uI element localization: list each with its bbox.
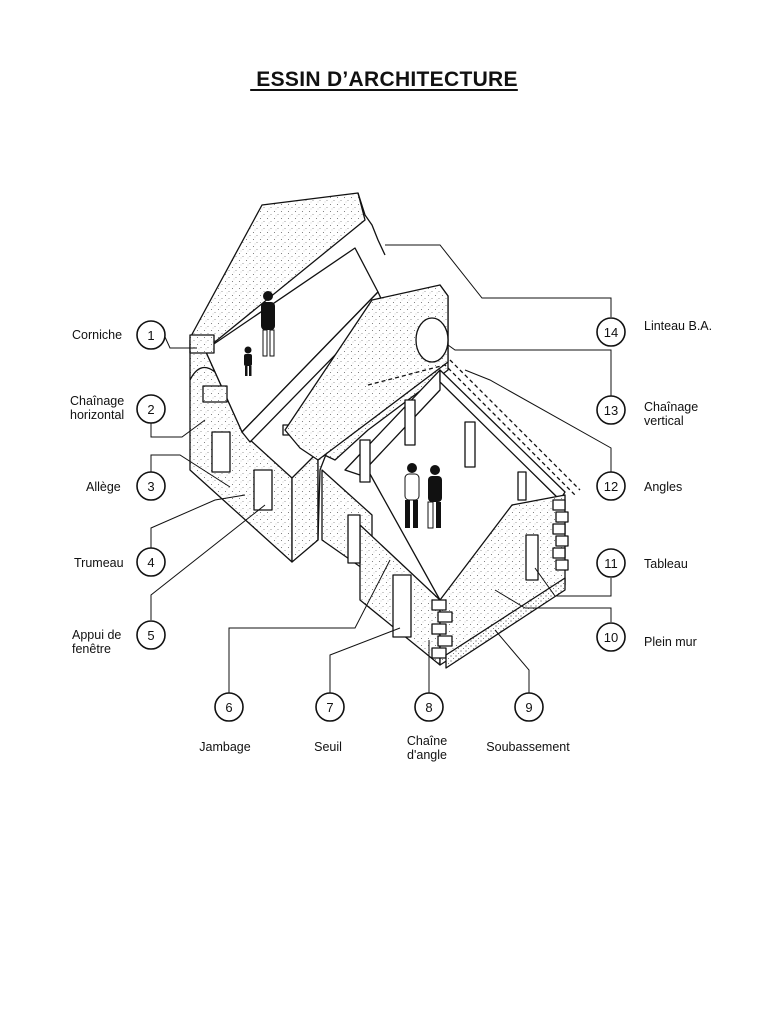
front-door [392, 574, 412, 638]
leader-6 [228, 559, 391, 693]
label-chainage-horizontal-line2: horizontal [70, 408, 125, 422]
callout-12: 12 [596, 471, 626, 501]
gable-steps [357, 192, 386, 256]
callout-12-num: 12 [604, 479, 618, 494]
leader-4 [150, 494, 246, 548]
leader-12 [464, 369, 612, 472]
title-text: ESSIN D’ARCHITECTURE [250, 68, 518, 91]
label-appui-line2: fenêtre [72, 642, 111, 656]
person-room-1 [404, 463, 420, 528]
label-soubassement: Soubassement [486, 740, 570, 754]
cornice-block-2 [202, 385, 228, 403]
back-window-3 [464, 421, 476, 468]
label-tableau: Tableau [644, 557, 688, 571]
callout-14: 14 [596, 317, 626, 347]
label-chainage-vertical-line1: Chaînage [644, 400, 699, 414]
callout-4: 4 [136, 547, 166, 577]
label-trumeau: Trumeau [74, 556, 124, 570]
callout-4-num: 4 [147, 555, 154, 570]
label-linteau: Linteau B.A. [644, 319, 713, 333]
leader-10 [494, 589, 612, 622]
label-seuil: Seuil [314, 740, 342, 754]
middle-gable-face [284, 284, 449, 461]
callout-1: 1 [136, 320, 166, 350]
callout-9: 9 [514, 692, 544, 722]
label-chainage-horizontal-line1: Chaînage [70, 394, 125, 408]
callout-7: 7 [315, 692, 345, 722]
label-chainage-vertical-line2: vertical [644, 414, 684, 428]
leader-lines [150, 244, 612, 693]
label-chaine-line2: d'angle [407, 748, 447, 762]
label-appui-de-fenetre: Appui de fenêtre [72, 628, 121, 656]
person-room-2 [427, 465, 442, 529]
label-plein-mur: Plein mur [644, 635, 697, 649]
dashed-ridge-line [449, 359, 581, 491]
callout-5-num: 5 [147, 628, 154, 643]
right-door [525, 534, 539, 581]
callout-13: 13 [596, 395, 626, 425]
leader-5 [150, 504, 266, 620]
callout-1-num: 1 [147, 328, 154, 343]
page-title: ESSIN D’ARCHITECTURE [0, 68, 768, 92]
leader-2 [150, 419, 206, 438]
middle-gable [284, 284, 449, 541]
callout-9-num: 9 [525, 700, 532, 715]
round-opening [415, 317, 449, 363]
back-window-2 [404, 399, 416, 446]
label-chaine-line1: Chaîne [406, 734, 448, 748]
plinth [445, 577, 566, 669]
label-allege: Allège [86, 480, 121, 494]
left-window-2 [253, 469, 273, 511]
right-house [321, 359, 581, 669]
callout-11-num: 11 [604, 556, 618, 571]
callout-3-num: 3 [147, 479, 154, 494]
chainage-arc [189, 366, 216, 381]
callout-6-num: 6 [225, 700, 232, 715]
person-upper-child [244, 346, 252, 376]
leader-7 [329, 627, 401, 693]
label-corniche: Corniche [72, 328, 123, 342]
callouts: 1 2 3 4 5 6 7 8 9 10 11 12 13 14 [136, 317, 626, 722]
callout-14-num: 14 [604, 325, 618, 340]
label-chaine-d-angle: Chaîne d'angle [407, 734, 447, 762]
callout-2-num: 2 [147, 402, 154, 417]
callout-7-num: 7 [326, 700, 333, 715]
leader-13 [447, 344, 612, 396]
corner-quoins [431, 499, 569, 659]
callout-13-num: 13 [604, 403, 618, 418]
side-door-left [347, 514, 361, 564]
callout-6: 6 [214, 692, 244, 722]
label-angles: Angles [644, 480, 683, 494]
back-window-4 [517, 471, 527, 501]
callout-10: 10 [596, 622, 626, 652]
label-jambage: Jambage [199, 740, 251, 754]
leader-1 [164, 336, 197, 349]
callout-5: 5 [136, 620, 166, 650]
callout-10-num: 10 [604, 630, 618, 645]
left-side-wall [291, 451, 319, 563]
label-chainage-vertical: Chaînage vertical [644, 400, 698, 428]
dashed-roof-line [367, 364, 576, 496]
callout-8: 8 [414, 692, 444, 722]
back-window-1 [359, 439, 371, 483]
person-upper-adult [261, 291, 275, 357]
label-appui-line1: Appui de [72, 628, 122, 642]
leader-11 [534, 567, 612, 597]
cornice-block-1 [189, 334, 215, 354]
callout-8-num: 8 [425, 700, 432, 715]
callout-2: 2 [136, 394, 166, 424]
leader-9 [494, 629, 530, 693]
left-house [189, 192, 386, 563]
callout-3: 3 [136, 471, 166, 501]
callout-11: 11 [596, 548, 626, 578]
left-window-1 [211, 431, 231, 473]
leader-3 [150, 454, 231, 488]
leader-14 [385, 244, 612, 317]
people [244, 291, 442, 529]
label-chainage-horizontal: Chaînage horizontal [70, 394, 124, 422]
